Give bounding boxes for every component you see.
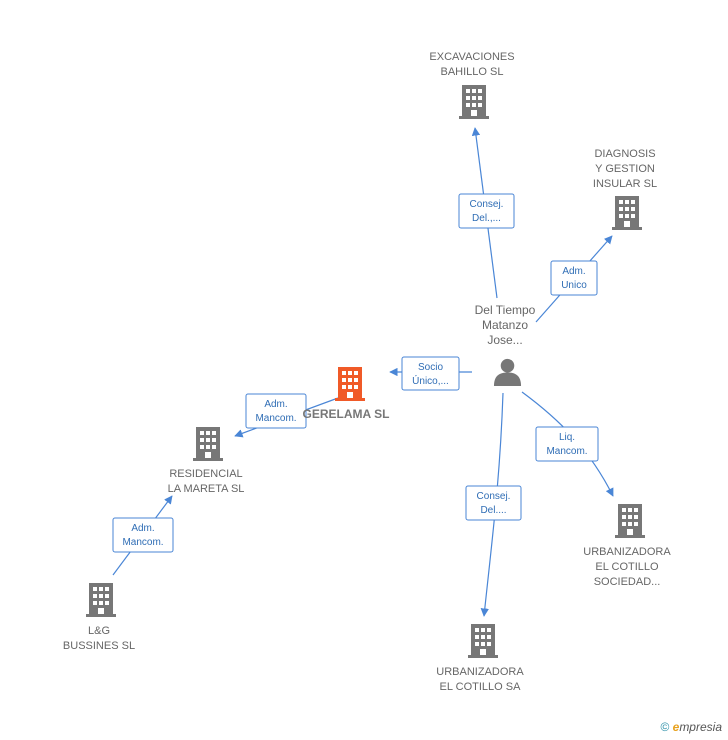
logo-text: mpresia (679, 720, 722, 734)
building-icon (335, 367, 365, 401)
edge-label-line: Adm. (562, 266, 585, 277)
edge-label-line: Del.... (480, 505, 506, 516)
edge-label-line: Mancom. (255, 413, 296, 424)
node-label-line: Y GESTION (595, 163, 655, 175)
node-urb-sociedad[interactable]: URBANIZADORA EL COTILLO SOCIEDAD... (583, 504, 671, 588)
node-residencial[interactable]: RESIDENCIAL LA MARETA SL (168, 427, 245, 495)
building-icon (468, 624, 498, 658)
edge-label-line: Consej. (470, 199, 504, 210)
edge-label-line: Único,... (412, 374, 449, 387)
node-label-line: Del Tiempo (475, 303, 536, 317)
edge-label-urb-sociedad[interactable]: Liq. Mancom. (535, 426, 599, 462)
node-label-line: SOCIEDAD... (594, 576, 661, 588)
node-label-line: LA MARETA SL (168, 483, 245, 495)
edge-lines (112, 127, 614, 617)
node-label-line: EL COTILLO (595, 561, 659, 573)
edge-label-line: Consej. (477, 491, 511, 502)
node-label-line: GERELAMA SL (303, 407, 390, 421)
edge-label-gerelama-residencial[interactable]: Adm. Mancom. (245, 393, 307, 429)
building-icon (615, 504, 645, 538)
edge-label-urb-sa[interactable]: Consej. Del.... (465, 485, 522, 521)
building-icon (459, 85, 489, 119)
node-person[interactable]: Del Tiempo Matanzo Jose... (475, 303, 536, 386)
edge-label-line: Mancom. (546, 446, 587, 457)
node-label-line: Matanzo (482, 318, 528, 332)
logo-e: e (672, 720, 680, 734)
node-label-line: DIAGNOSIS (594, 148, 655, 160)
node-label-line: URBANIZADORA (436, 666, 524, 678)
node-label-line: RESIDENCIAL (169, 468, 242, 480)
node-label-line: URBANIZADORA (583, 546, 671, 558)
node-label-line: Jose... (487, 333, 522, 347)
edge-label-line: Mancom. (122, 537, 163, 548)
edge-label-line: Adm. (264, 399, 287, 410)
edge-label-lg-residencial[interactable]: Adm. Mancom. (112, 517, 174, 553)
node-label-line: BAHILLO SL (441, 66, 504, 78)
building-icon (193, 427, 223, 461)
person-icon (493, 358, 522, 386)
node-label-line: BUSSINES SL (63, 640, 135, 652)
node-excavaciones[interactable]: EXCAVACIONES BAHILLO SL (429, 51, 515, 119)
node-label-line: INSULAR SL (593, 178, 657, 190)
edge-label-line: Del.,... (472, 213, 501, 224)
edge-label-line: Adm. (131, 523, 154, 534)
edge-label-line: Socio (418, 362, 443, 373)
edge-label-line: Liq. (559, 432, 575, 443)
empresia-logo: empresia (673, 720, 722, 734)
node-gerelama[interactable]: GERELAMA SL (303, 367, 390, 421)
copyright-footer: © empresia (660, 720, 722, 734)
building-icon (612, 196, 642, 230)
node-urb-sa[interactable]: URBANIZADORA EL COTILLO SA (436, 624, 524, 693)
node-label-line: EL COTILLO SA (440, 681, 522, 693)
edge-label-gerelama[interactable]: Socio Único,... (401, 356, 460, 391)
edge-label-line: Unico (561, 280, 587, 291)
copyright-symbol: © (660, 720, 670, 734)
node-diagnosis[interactable]: DIAGNOSIS Y GESTION INSULAR SL (593, 148, 657, 230)
node-lg[interactable]: L&G BUSSINES SL (63, 583, 135, 652)
edge-label-diagnosis[interactable]: Adm. Unico (550, 260, 598, 296)
node-label-line: EXCAVACIONES (429, 51, 514, 63)
node-label-line: L&G (88, 625, 110, 637)
edge-label-excavaciones[interactable]: Consej. Del.,... (458, 193, 515, 229)
building-icon (86, 583, 116, 617)
